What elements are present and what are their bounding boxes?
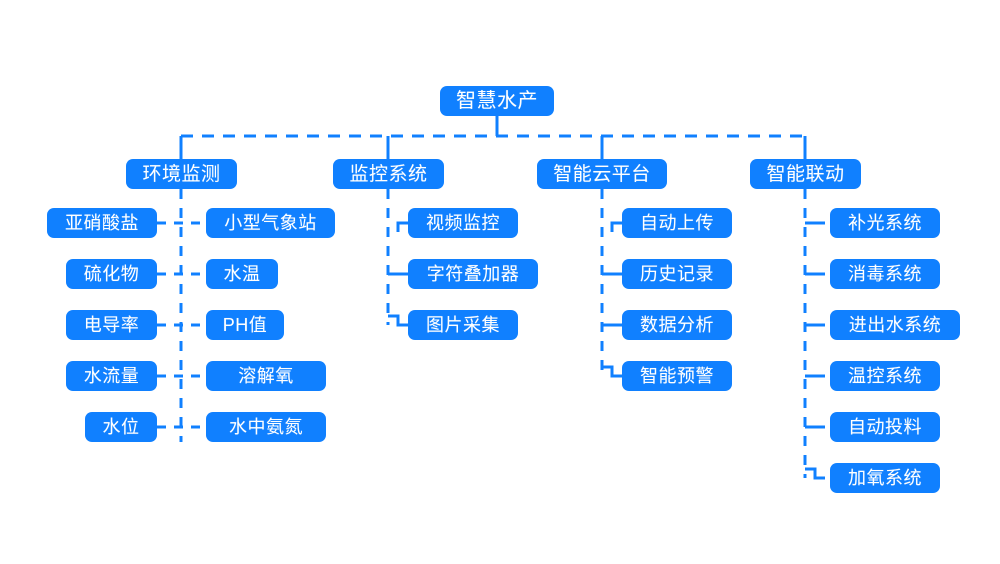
leaf-node-water-temperature[interactable]: 水温 [206, 259, 278, 289]
leaf-node-data-analysis[interactable]: 数据分析 [622, 310, 732, 340]
leaf-node-image-capture[interactable]: 图片采集 [408, 310, 518, 340]
branch-node-smart-cloud-platform[interactable]: 智能云平台 [537, 159, 667, 189]
leaf-node-water-flow[interactable]: 水流量 [66, 361, 157, 391]
leaf-node-smart-alert[interactable]: 智能预警 [622, 361, 732, 391]
branch-node-monitoring-system[interactable]: 监控系统 [333, 159, 444, 189]
leaf-node-dissolved-oxygen[interactable]: 溶解氧 [206, 361, 326, 391]
elbow-monitoring-1 [396, 221, 408, 232]
leaf-node-mini-weather-station[interactable]: 小型气象站 [206, 208, 335, 238]
branch-node-smart-linkage[interactable]: 智能联动 [750, 159, 861, 189]
leaf-node-conductivity[interactable]: 电导率 [66, 310, 157, 340]
root-node-smart-aquaculture[interactable]: 智慧水产 [440, 86, 554, 116]
leaf-node-water-inlet-outlet-system[interactable]: 进出水系统 [830, 310, 960, 340]
leaf-node-sulfide[interactable]: 硫化物 [66, 259, 157, 289]
elbow-linkage-6 [805, 467, 825, 480]
leaf-node-fill-light-system[interactable]: 补光系统 [830, 208, 940, 238]
leaf-node-ammonia-nitrogen[interactable]: 水中氨氮 [206, 412, 326, 442]
leaf-node-ph-value[interactable]: PH值 [206, 310, 284, 340]
leaf-node-character-overlay[interactable]: 字符叠加器 [408, 259, 538, 289]
leaf-node-history-records[interactable]: 历史记录 [622, 259, 732, 289]
elbow-cloud-1 [610, 221, 622, 232]
elbow-cloud-4 [602, 365, 622, 378]
leaf-node-nitrite[interactable]: 亚硝酸盐 [47, 208, 157, 238]
leaf-node-oxygenation-system[interactable]: 加氧系统 [830, 463, 940, 493]
leaf-node-disinfection-system[interactable]: 消毒系统 [830, 259, 940, 289]
leaf-node-auto-feeding[interactable]: 自动投料 [830, 412, 940, 442]
leaf-node-video-surveillance[interactable]: 视频监控 [408, 208, 518, 238]
leaf-node-water-level[interactable]: 水位 [85, 412, 157, 442]
leaf-node-temperature-control-system[interactable]: 温控系统 [830, 361, 940, 391]
leaf-node-auto-upload[interactable]: 自动上传 [622, 208, 732, 238]
elbow-monitoring-3 [388, 314, 408, 327]
branch-node-environment-monitoring[interactable]: 环境监测 [126, 159, 237, 189]
